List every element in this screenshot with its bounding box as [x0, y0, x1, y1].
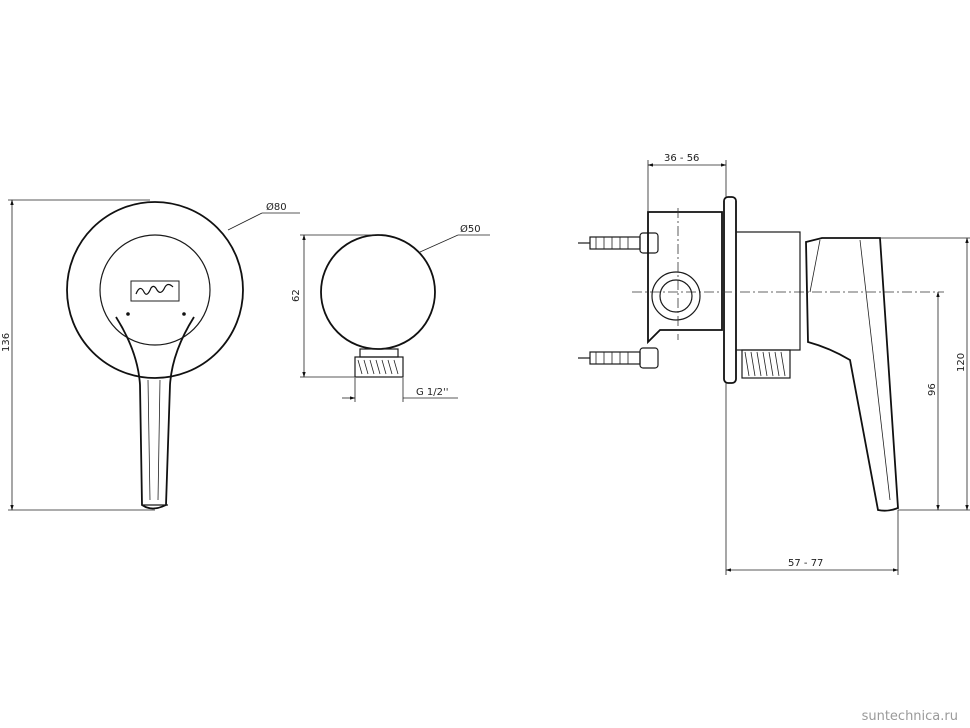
- valve-port: [651, 271, 701, 321]
- cover-plate: [66, 201, 244, 379]
- brand-logo: [130, 280, 180, 302]
- outlet-thread: [354, 356, 404, 378]
- wall-anchor-top: [578, 232, 659, 254]
- dim-overall-height: 136: [1, 333, 12, 352]
- valve-body: [647, 211, 723, 345]
- lever-handle: [115, 316, 195, 510]
- dim-outlet-height: 62: [291, 289, 302, 302]
- dim-plate-diameter: Ø80: [266, 201, 287, 213]
- outlet-view: Ø50 62 G 1/2'': [291, 223, 490, 402]
- outlet-body: [320, 234, 436, 350]
- dim-height-total: 120: [956, 353, 967, 372]
- dim-wall-depth: 36 - 56: [664, 153, 699, 164]
- cartridge-body: [735, 231, 801, 351]
- lever-hub: [99, 234, 211, 346]
- watermark: suntechnica.ru: [861, 709, 958, 724]
- outlet-thread-side: [741, 349, 791, 379]
- front-view: Ø80 136: [1, 199, 300, 511]
- dim-outlet-diameter: Ø50: [460, 223, 481, 235]
- cover-plate-side: [723, 196, 737, 384]
- dim-projection: 57 - 77: [788, 558, 823, 569]
- lever-side: [805, 237, 899, 512]
- side-view: 36 - 56 57 - 77 120 96: [578, 153, 970, 575]
- dim-height-axis: 96: [927, 383, 938, 396]
- wall-anchor-bottom: [578, 347, 659, 369]
- dim-thread: G 1/2'': [416, 387, 449, 398]
